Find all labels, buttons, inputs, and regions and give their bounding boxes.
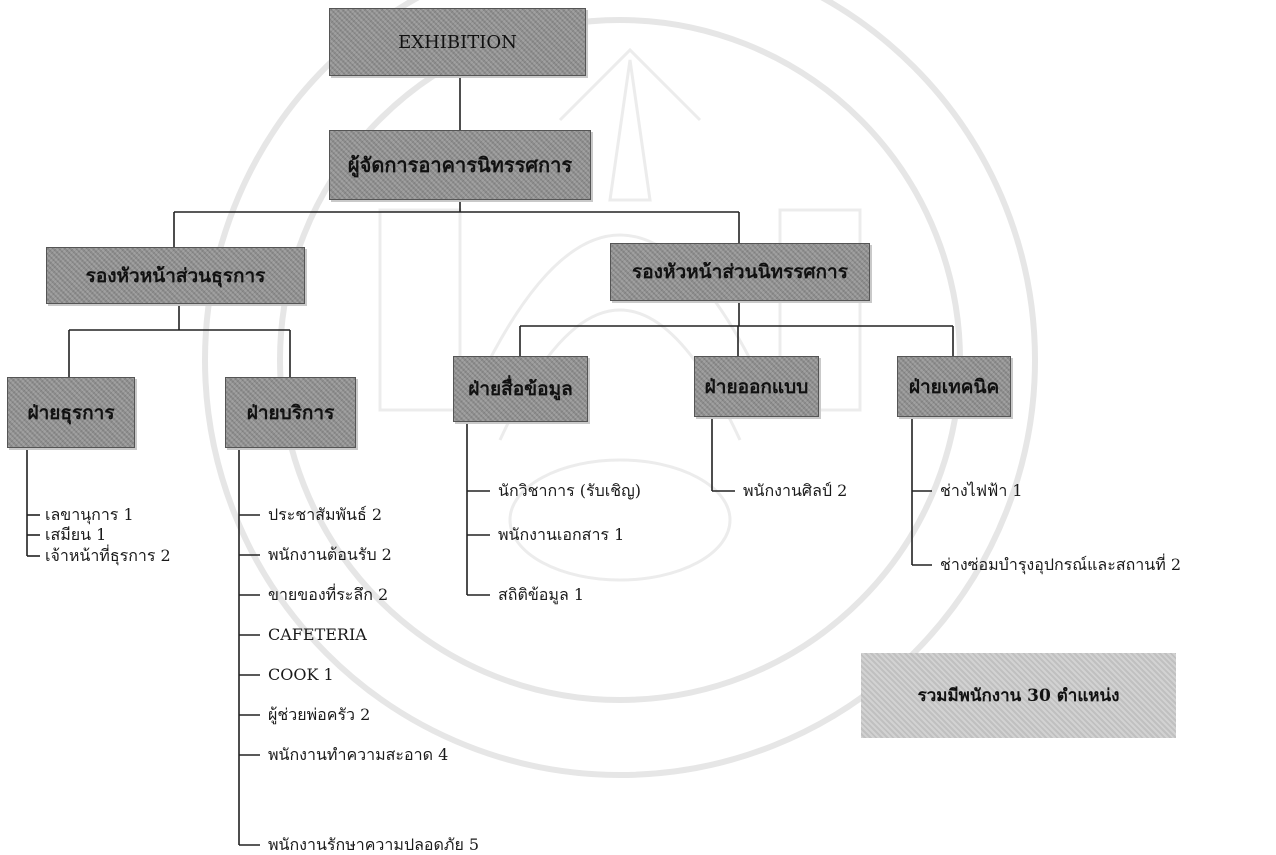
dept-admin-label: ฝ่ายธุรการ [27, 401, 115, 424]
manager-node: ผู้จัดการอาคารนิทรรศการ [329, 130, 591, 200]
total-staff-label: รวมมีพนักงาน 30 ตำแหน่ง [917, 686, 1120, 706]
root-label: EXHIBITION [398, 31, 517, 53]
staff-admin-clerk: เสมียน 1 [45, 525, 107, 544]
dept-tech-label: ฝ่ายเทคนิค [908, 375, 1000, 398]
total-staff-box: รวมมีพนักงาน 30 ตำแหน่ง [861, 653, 1176, 738]
staff-admin-secretary: เลขานุการ 1 [45, 505, 134, 524]
dept-admin-node: ฝ่ายธุรการ [7, 377, 135, 448]
staff-service-security: พนักงานรักษาความปลอดภัย 5 [268, 835, 480, 854]
dept-media-node: ฝ่ายสื่อข้อมูล [453, 356, 588, 422]
manager-label: ผู้จัดการอาคารนิทรรศการ [347, 153, 573, 177]
staff-media-academic: นักวิชาการ (รับเชิญ) [498, 481, 641, 500]
dept-design-node: ฝ่ายออกแบบ [694, 356, 819, 417]
staff-service-cafeteria: CAFETERIA [268, 625, 367, 644]
dept-service-label: ฝ่ายบริการ [246, 401, 335, 424]
dept-media-label: ฝ่ายสื่อข้อมูล [468, 378, 573, 400]
staff-tech-maintenance: ช่างซ่อมบำรุงอุปกรณ์และสถานที่ 2 [940, 555, 1182, 574]
root-node: EXHIBITION [329, 8, 586, 76]
deputy-exhibition-label: รองหัวหน้าส่วนนิทรรศการ [632, 261, 848, 283]
staff-media-statistics: สถิติข้อมูล 1 [498, 585, 585, 604]
dept-service-node: ฝ่ายบริการ [225, 377, 356, 448]
staff-service-souvenir: ขายของที่ระลึก 2 [268, 585, 389, 604]
dept-tech-node: ฝ่ายเทคนิค [897, 356, 1011, 417]
staff-admin-officer: เจ้าหน้าที่ธุรการ 2 [45, 546, 171, 565]
staff-media-document: พนักงานเอกสาร 1 [498, 525, 625, 544]
staff-service-assistant-cook: ผู้ช่วยพ่อครัว 2 [268, 705, 371, 724]
dept-design-label: ฝ่ายออกแบบ [704, 375, 809, 398]
staff-design-artist: พนักงานศิลป์ 2 [743, 481, 848, 500]
deputy-exhibition-node: รองหัวหน้าส่วนนิทรรศการ [610, 243, 870, 301]
staff-service-pr: ประชาสัมพันธ์ 2 [268, 505, 383, 524]
staff-tech-electrician: ช่างไฟฟ้า 1 [940, 481, 1023, 500]
staff-service-cook: COOK 1 [268, 665, 334, 684]
staff-service-reception: พนักงานต้อนรับ 2 [268, 545, 392, 564]
deputy-admin-node: รองหัวหน้าส่วนธุรการ [46, 247, 305, 304]
deputy-admin-label: รองหัวหน้าส่วนธุรการ [85, 264, 266, 287]
staff-service-cleaner: พนักงานทำความสะอาด 4 [268, 745, 449, 764]
